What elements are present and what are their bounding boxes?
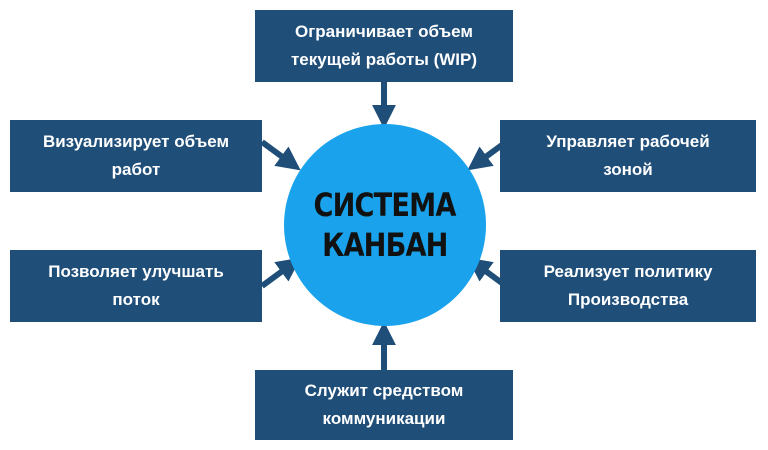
box-manages-workzone-line1: Управляет рабочей — [546, 132, 710, 151]
box-visualizes-work-line1: Визуализирует объем — [42, 132, 230, 151]
box-manages-workzone-line2: зоной — [603, 160, 653, 179]
box-visualizes-work-line2: работ — [111, 160, 161, 179]
center-circle: СИСТЕМА КАНБАН — [284, 124, 486, 326]
box-limits-wip-line2: текущей работы (WIP) — [290, 50, 477, 69]
box-visualizes-work: Визуализирует объем работ — [10, 120, 262, 192]
box-limits-wip: Ограничивает объем текущей работы (WIP) — [255, 10, 513, 82]
center-title-line2: КАНБАН — [322, 226, 448, 264]
box-implements-policy-line2: Производства — [567, 290, 689, 309]
box-improves-flow: Позволяет улучшать поток — [10, 250, 262, 322]
arrow-left-top — [260, 139, 301, 171]
box-communication-line1: Служит средством — [304, 381, 464, 400]
box-limits-wip-line1: Ограничивает объем — [294, 22, 473, 41]
box-improves-flow-line2: поток — [112, 290, 160, 309]
box-implements-policy: Реализует политику Производства — [500, 250, 756, 322]
arrow-left-bottom — [260, 257, 301, 289]
center-title-line1: СИСТЕМА — [313, 186, 457, 224]
box-communication: Служит средством коммуникации — [255, 370, 513, 440]
box-manages-workzone: Управляет рабочей зоной — [500, 120, 756, 192]
box-communication-line2: коммуникации — [322, 409, 446, 428]
box-improves-flow-line1: Позволяет улучшать — [48, 262, 224, 281]
box-implements-policy-line1: Реализует политику — [543, 262, 713, 281]
